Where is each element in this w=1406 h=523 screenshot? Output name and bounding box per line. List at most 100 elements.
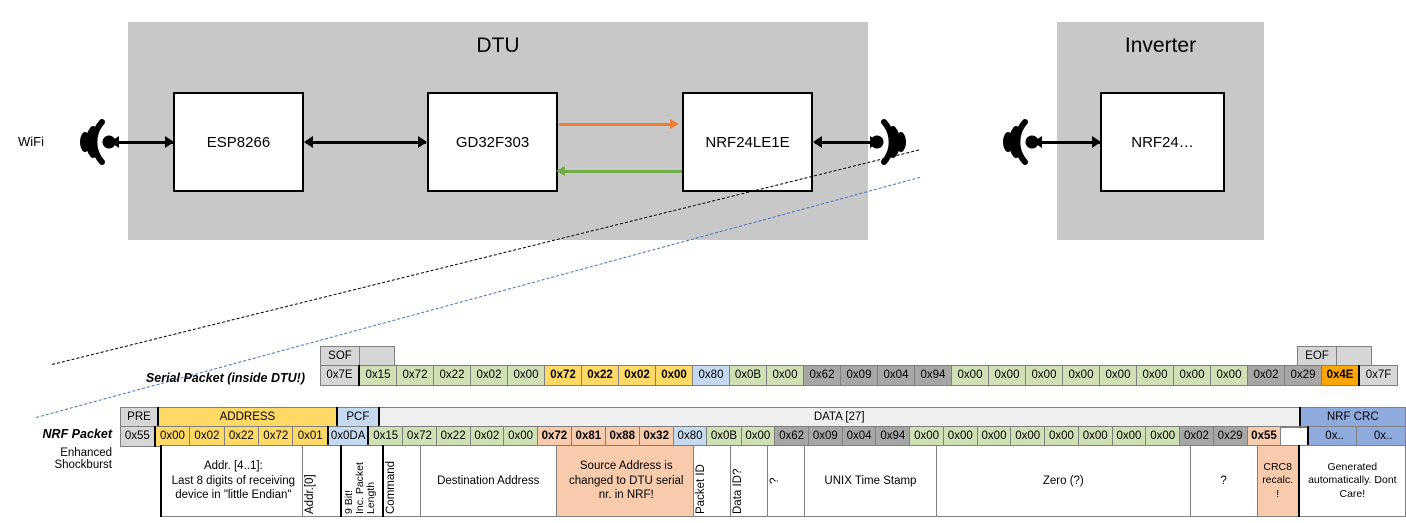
wifi-label: WiFi	[18, 134, 44, 149]
serial-byte: 0x4E	[1321, 365, 1360, 386]
serial-byte: 0x72	[544, 365, 582, 386]
nrf-data-byte: 0x29	[1212, 426, 1248, 447]
link-wifi-esp-arrow-left	[110, 136, 119, 148]
serial-byte: 0x80	[692, 365, 730, 386]
link-esp-gd32-arrow-right	[418, 136, 427, 148]
nrf-crc-header: NRF CRC	[1298, 407, 1406, 428]
nrf-packet-label: NRF Packet	[42, 427, 112, 441]
serial-packet-table: 0x7E 0x15 0x72 0x22 0x02 0x00 0x72 0x22 …	[320, 365, 1398, 386]
desc-destination: Destination Address	[419, 445, 557, 517]
chip-gd32f303-label: GD32F303	[455, 133, 530, 151]
desc-zero: Zero (?)	[936, 445, 1191, 517]
serial-byte: 0x00	[507, 365, 545, 386]
desc-tilde-text: ?	[768, 477, 781, 485]
nrf-data-byte: 0x04	[841, 426, 877, 447]
nrf-data-byte: 0x15	[367, 426, 404, 447]
link-gd32-nrf-tx-arrow	[670, 119, 679, 129]
desc-source: Source Address is changed to DTU serial …	[555, 445, 694, 517]
desc-question-text: ?	[1220, 474, 1227, 487]
nrf-data-byte: 0x55	[1246, 426, 1282, 447]
serial-byte: 0x15	[358, 365, 397, 386]
link-wifi-esp-arrow-right	[165, 136, 174, 148]
serial-packet-header-table: SOF	[320, 346, 395, 367]
serial-sof-header: SOF	[320, 346, 360, 367]
nrf-packet-sublabel: Enhanced Shockburst	[54, 447, 112, 471]
serial-byte: 0x72	[396, 365, 434, 386]
link-nrf-antenna-arrow-left	[813, 136, 822, 148]
dtu-title: DTU	[476, 34, 520, 57]
nrf-data-byte: 0x00	[503, 426, 538, 447]
chip-nrf24-label: NRF24…	[1131, 133, 1194, 151]
nrf-data-byte: 0x00	[1111, 426, 1147, 447]
nrf-address-byte: 0x01	[292, 426, 329, 447]
serial-eof-header-spacer	[1336, 346, 1372, 367]
nrf-address-byte: 0x02	[189, 426, 225, 447]
inverter-title: Inverter	[1124, 34, 1197, 57]
desc-command-text: Command	[384, 460, 397, 514]
link-wifi-esp	[112, 141, 173, 144]
desc-unix: UNIX Time Stamp	[803, 445, 938, 517]
nrf-data-byte: 0x32	[638, 426, 674, 447]
dtu-radio-antenna-icon	[870, 119, 906, 165]
chip-esp8266-label: ESP8266	[206, 133, 271, 151]
nrf-data-byte: 0x09	[807, 426, 843, 447]
nrf-data-byte: 0x00	[942, 426, 978, 447]
desc-pcf: 9 Bit! Inc. Packet Length	[339, 445, 384, 517]
serial-byte: 0x00	[988, 365, 1026, 386]
link-nrf-gd32-rx	[565, 170, 682, 173]
link-inverter-arrow-right	[1092, 136, 1101, 148]
chip-esp8266: ESP8266	[173, 92, 304, 192]
nrf-data-byte: 0x72	[402, 426, 437, 447]
desc-destination-text: Destination Address	[437, 474, 540, 487]
nrf-data-byte: 0x94	[875, 426, 911, 447]
serial-byte: 0x00	[1136, 365, 1174, 386]
serial-byte: 0x00	[1062, 365, 1100, 386]
chip-gd32f303: GD32F303	[427, 92, 558, 192]
nrf-header-row: PRE ADDRESS PCF DATA [27] NRF CRC	[120, 407, 1406, 428]
nrf-data-byte: 0x00	[1145, 426, 1181, 447]
nrf-address-byte: 0x22	[223, 426, 260, 447]
desc-command: Command	[382, 445, 421, 517]
nrf-data-byte: 0x00	[976, 426, 1012, 447]
nrf-data-byte: 0x22	[435, 426, 471, 447]
desc-data-id: Data ID?	[729, 445, 768, 517]
link-nrf-gd32-rx-arrow	[556, 166, 565, 176]
desc-crc8: CRC8 recalc. !	[1256, 445, 1300, 517]
desc-address: Addr. [4..1]: Last 8 digits of receiving…	[159, 445, 303, 517]
serial-byte: 0x94	[914, 365, 952, 386]
nrf-data-byte: 0x00	[1044, 426, 1079, 447]
desc-zero-text: Zero (?)	[1042, 474, 1084, 487]
serial-byte: 0x00	[1099, 365, 1137, 386]
chip-nrf24: NRF24…	[1100, 92, 1225, 192]
nrf-data-byte: 0x00	[1010, 426, 1046, 447]
desc-crc-auto-text: Generated automatically. Dont Care!	[1308, 460, 1397, 500]
desc-packet-id: Packet ID	[692, 445, 731, 517]
description-table: Addr. [4..1]: Last 8 digits of receiving…	[120, 445, 1406, 517]
nrf-address-byte: 0x72	[258, 426, 294, 447]
chip-nrf24le1e-label: NRF24LE1E	[705, 133, 790, 151]
nrf-data-byte: 0x02	[1179, 426, 1214, 447]
nrf-data-byte	[1280, 426, 1309, 447]
inverter-antenna-icon	[1003, 119, 1039, 165]
nrf-pre-header: PRE	[120, 407, 159, 428]
serial-byte: 0x00	[951, 365, 989, 386]
nrf-data-byte: 0x00	[1077, 426, 1113, 447]
nrf-pcf-value: 0x0DA	[326, 426, 370, 447]
serial-byte: 0x00	[1173, 365, 1211, 386]
serial-sof-value: 0x7E	[320, 365, 360, 386]
serial-byte: 0x09	[840, 365, 878, 386]
desc-tilde: ?	[766, 445, 805, 517]
nrf-byte-row: 0x55 0x00 0x02 0x22 0x72 0x01 0x0DA 0x15…	[119, 426, 1406, 447]
serial-eof-header-table: EOF	[1297, 346, 1372, 367]
desc-address-text: Addr. [4..1]: Last 8 digits of receiving…	[171, 459, 296, 502]
nrf-data-byte: 0x80	[672, 426, 708, 447]
nrf-data-byte: 0x00	[909, 426, 944, 447]
link-esp-gd32	[306, 141, 426, 144]
desc-pre-empty	[120, 446, 161, 517]
desc-pcf-line3: Length	[364, 481, 377, 514]
serial-byte: 0x02	[1247, 365, 1285, 386]
nrf-data-byte: 0x02	[469, 426, 505, 447]
serial-byte: 0x62	[803, 365, 841, 386]
nrf-pre-value: 0x55	[119, 426, 156, 447]
serial-header-spacer	[359, 346, 395, 367]
